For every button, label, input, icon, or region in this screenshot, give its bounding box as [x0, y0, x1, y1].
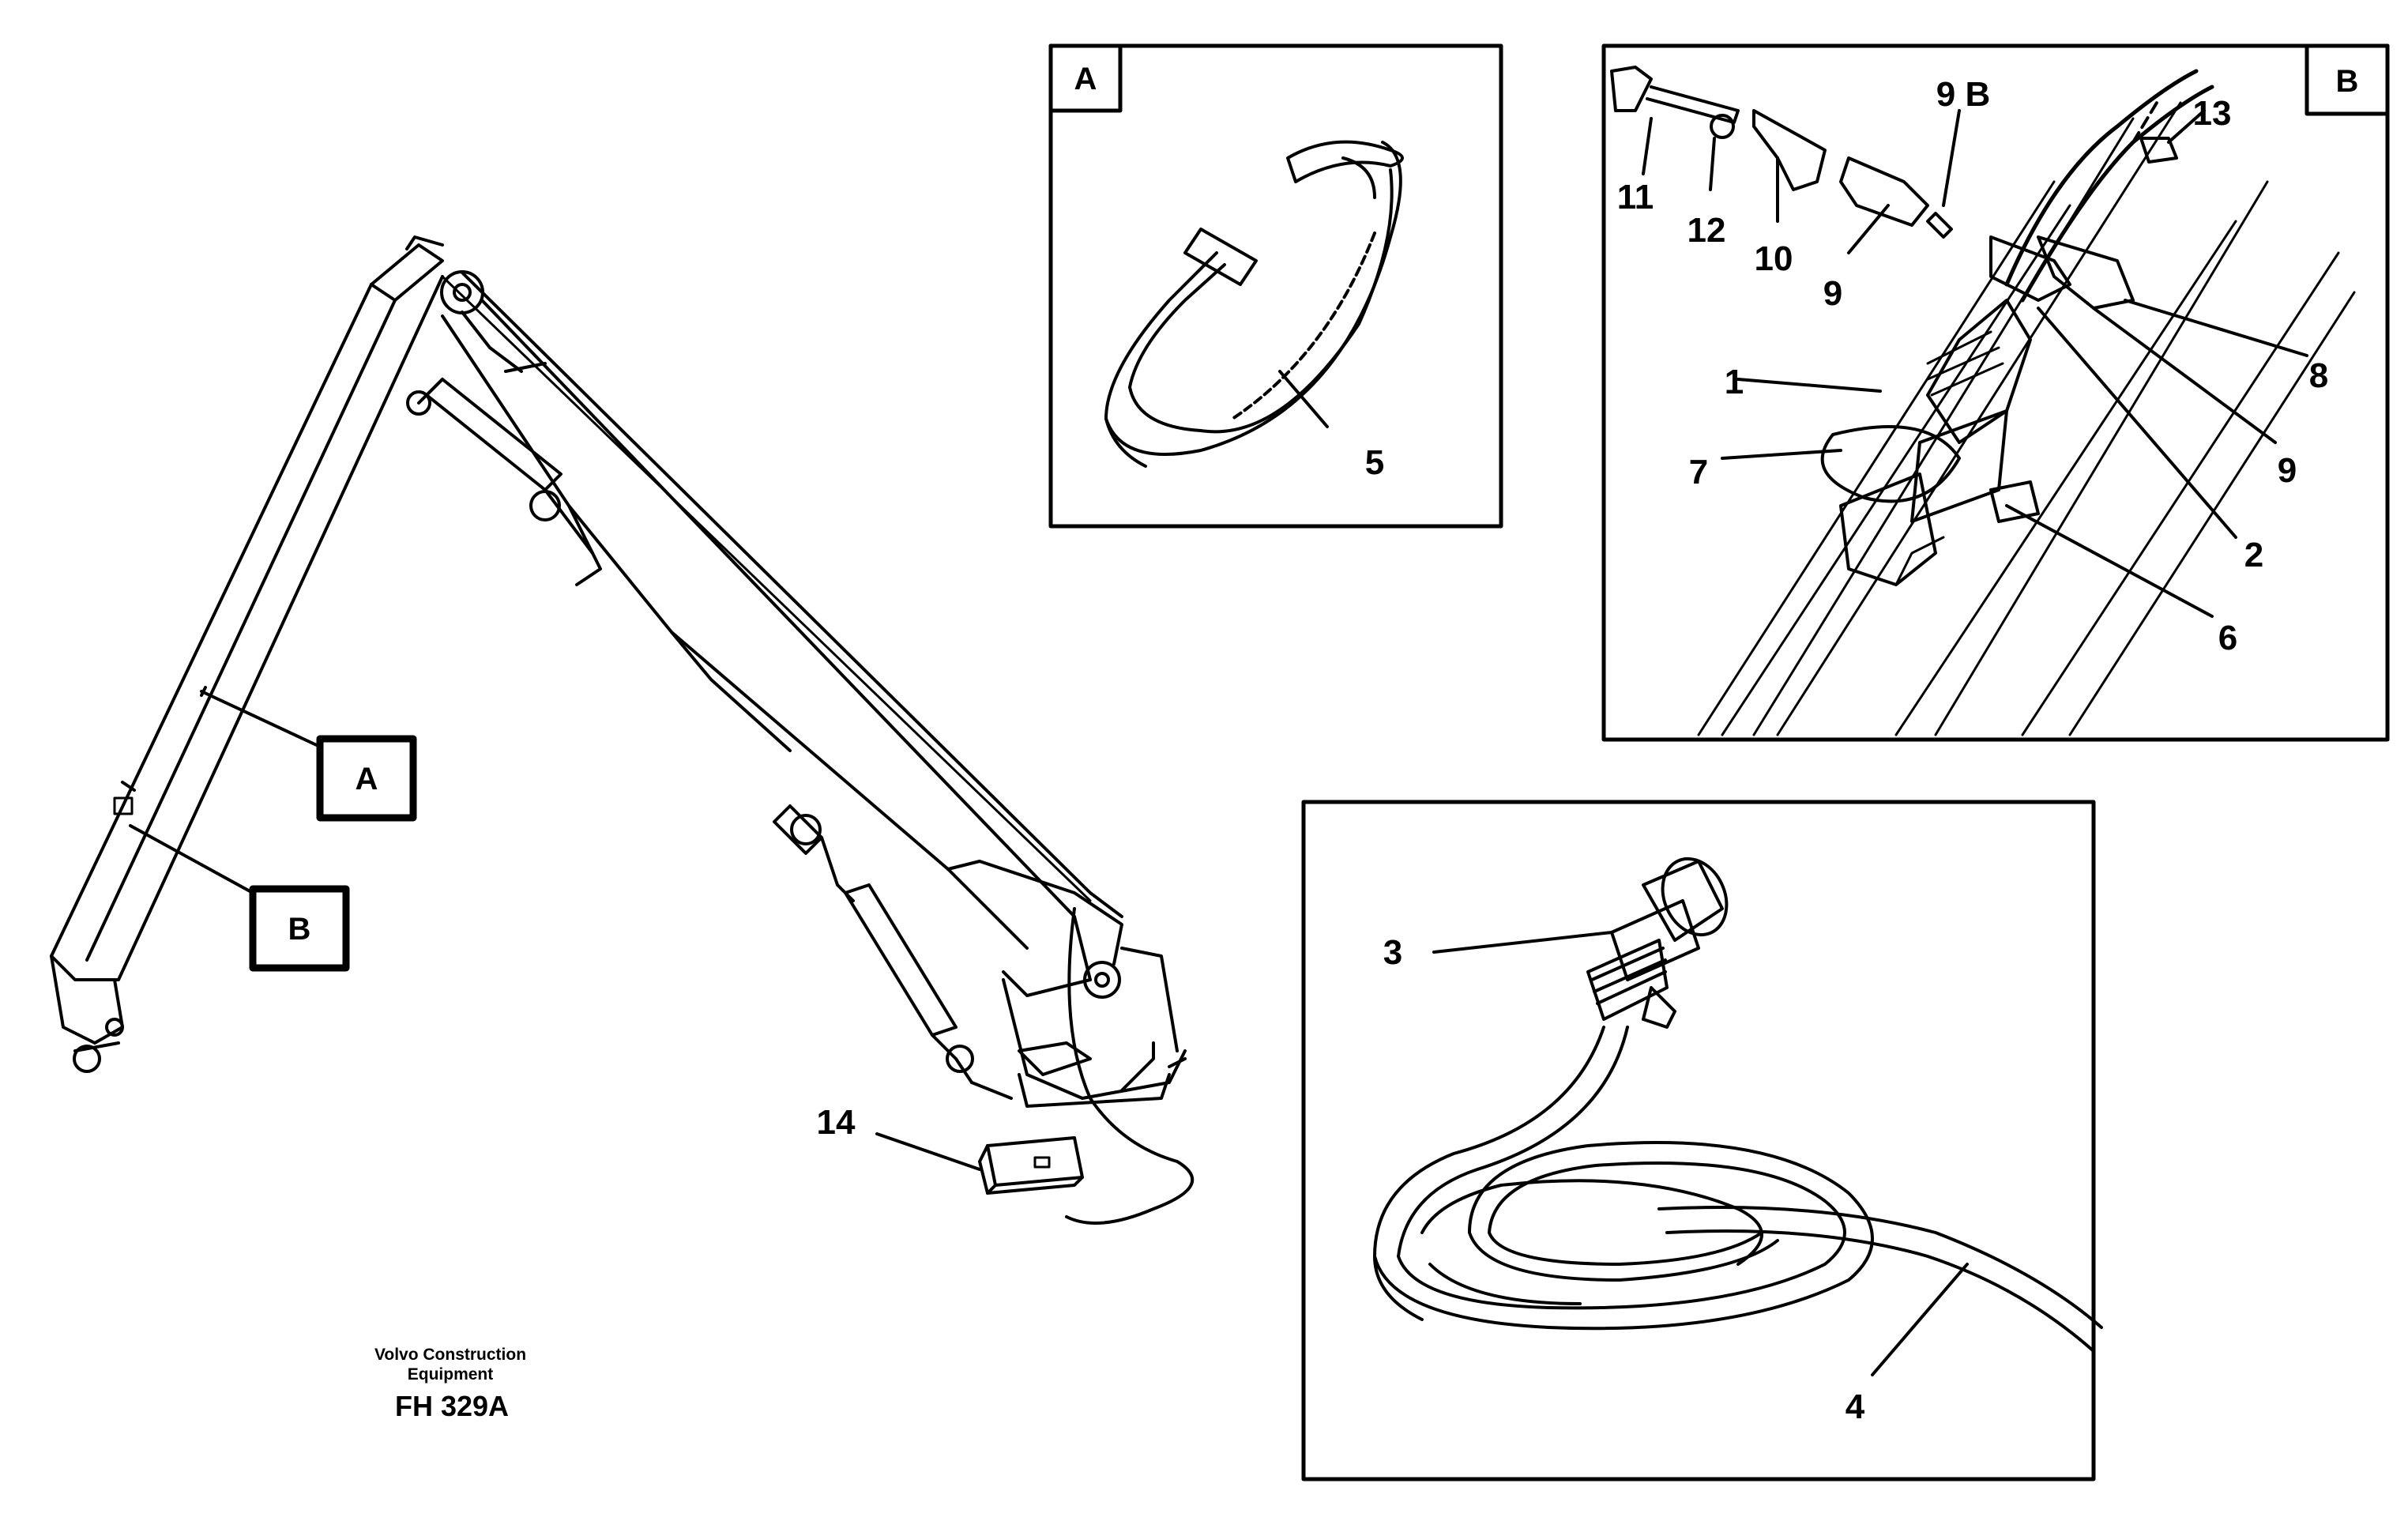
- company-name-line2: Equipment: [408, 1365, 494, 1384]
- part-number-13: 13: [2193, 94, 2232, 133]
- main-leader-lines: [129, 690, 981, 1171]
- detail-panel-a-tag-box: [1048, 43, 1123, 113]
- excavator-boom-drawing: [50, 235, 1195, 1225]
- detail-panel-b-tag-box: [2305, 43, 2390, 116]
- connector-mount-drawing: [1610, 66, 2356, 736]
- detail-panel-a: [1048, 43, 1503, 529]
- part-number-14: 14: [817, 1103, 856, 1142]
- callout-label-b: B: [288, 912, 311, 947]
- panel-b-tag: B: [2336, 64, 2359, 99]
- cable-with-plug-drawing: [1373, 857, 2103, 1353]
- panel-b-leader-lines: [1642, 109, 2308, 618]
- part-number-9-lower: 9: [2278, 451, 2297, 490]
- part-number-2: 2: [2244, 536, 2263, 574]
- part-number-11: 11: [1617, 178, 1654, 216]
- sensor-box-drawing: [978, 1136, 1084, 1195]
- part-number-1: 1: [1725, 363, 1744, 401]
- part-number-4: 4: [1846, 1387, 1865, 1426]
- part-number-9-upper: 9: [1823, 274, 1842, 313]
- part-number-7: 7: [1689, 453, 1708, 491]
- part-number-6: 6: [2218, 619, 2237, 657]
- callout-box-b: [249, 885, 350, 972]
- part-number-12: 12: [1687, 211, 1726, 250]
- part-number-5: 5: [1365, 443, 1384, 482]
- callout-label-a: A: [356, 762, 378, 796]
- detail-panel-b: [1601, 43, 2390, 742]
- callout-box-a: [316, 735, 417, 822]
- part-number-8: 8: [2309, 356, 2328, 395]
- figure-code: FH 329A: [395, 1390, 509, 1422]
- part-number-3: 3: [1383, 933, 1402, 972]
- part-number-10: 10: [1755, 239, 1793, 278]
- detail-panel-cable: [1301, 800, 2096, 1481]
- company-name-line1: Volvo Construction: [374, 1346, 526, 1364]
- panel-a-tag: A: [1074, 62, 1097, 96]
- part-number-9B: 9 B: [1936, 75, 1990, 114]
- hose-clamp-strap-drawing: [1104, 140, 1404, 468]
- panel-cable-leader-lines: [1432, 931, 1969, 1376]
